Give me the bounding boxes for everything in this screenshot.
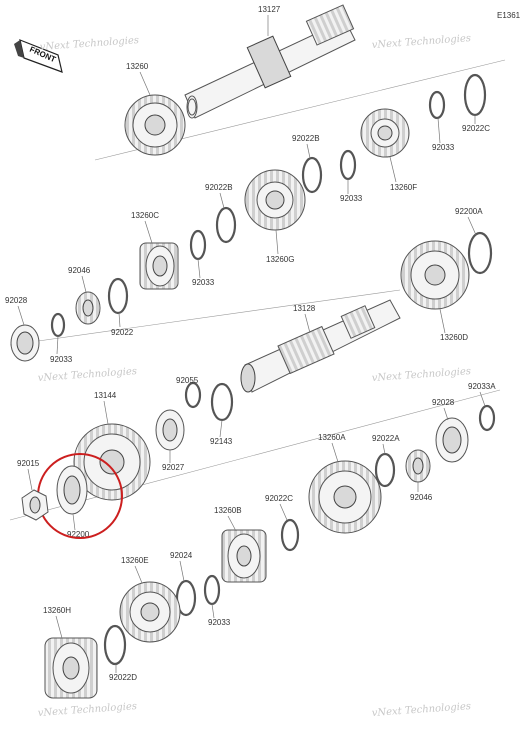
shaft-13127 <box>184 4 356 119</box>
bushing-upper <box>187 98 197 116</box>
label-13260D: 13260D <box>440 333 468 342</box>
gear-13260H <box>44 637 98 699</box>
ring-92022A <box>374 452 396 488</box>
ring-92033-d <box>50 312 66 338</box>
needle-bearing-92046-a <box>75 291 101 325</box>
label-92046-a: 92046 <box>68 266 91 275</box>
label-92015: 92015 <box>17 459 40 468</box>
ring-92022B-a <box>301 156 323 194</box>
ring-92033-a <box>428 90 446 120</box>
label-92200: 92200 <box>67 530 90 539</box>
sprocket-13144 <box>73 423 151 501</box>
gear-13260B <box>221 529 267 583</box>
gear-13260D <box>400 240 470 310</box>
watermark-6: vNext Technologies <box>371 701 471 719</box>
ring-92055 <box>184 381 202 409</box>
label-92022C: 92022C <box>462 124 490 133</box>
watermark-5: vNext Technologies <box>37 701 137 719</box>
label-92022C-b: 92022C <box>265 494 293 503</box>
label-92027: 92027 <box>162 463 185 472</box>
watermark-1: vNext Technologies <box>39 35 139 53</box>
needle-bearing-92046-b <box>405 449 431 483</box>
label-92022A: 92022A <box>372 434 400 443</box>
gear-13260 <box>124 94 186 156</box>
label-13260B: 13260B <box>214 506 242 515</box>
ring-92200A <box>467 231 493 275</box>
ring-92033A <box>478 404 496 432</box>
watermark-2: vNext Technologies <box>371 33 471 51</box>
gear-13260A <box>308 460 382 534</box>
shaft-13128 <box>240 299 401 393</box>
gear-13260E <box>119 581 181 643</box>
label-92022: 92022 <box>111 328 134 337</box>
ring-92022C-b <box>280 518 300 552</box>
ring-92033-b <box>339 149 357 181</box>
label-92033-a: 92033 <box>432 143 455 152</box>
washer-92200 <box>56 465 88 515</box>
label-92200A: 92200A <box>455 207 483 216</box>
label-13260F: 13260F <box>390 183 417 192</box>
gear-13260C <box>139 242 179 290</box>
gear-13260F <box>360 108 410 158</box>
label-92033-b: 92033 <box>340 194 363 203</box>
label-92028-b: 92028 <box>432 398 455 407</box>
label-13144: 13144 <box>94 391 117 400</box>
label-92046-b: 92046 <box>410 493 433 502</box>
label-92143: 92143 <box>210 437 233 446</box>
ring-92022 <box>107 277 129 315</box>
diagram-code: E1361 <box>497 11 521 20</box>
nut-92015 <box>21 489 49 521</box>
label-13128: 13128 <box>293 304 316 313</box>
label-92022D: 92022D <box>109 673 137 682</box>
label-92033A: 92033A <box>468 382 496 391</box>
label-92033-c: 92033 <box>192 278 215 287</box>
label-92022B-b: 92022B <box>205 183 233 192</box>
label-13260G: 13260G <box>266 255 294 264</box>
ring-92033-e <box>203 574 221 606</box>
label-13260: 13260 <box>126 62 149 71</box>
bearing-92028-a <box>10 324 40 362</box>
ring-92022D <box>103 624 127 666</box>
label-92033-d: 92033 <box>50 355 73 364</box>
label-92055: 92055 <box>176 376 199 385</box>
bearing-92028-b <box>435 417 469 463</box>
bearing-92027 <box>155 409 185 451</box>
gear-13260G <box>244 169 306 231</box>
ring-92143 <box>210 382 234 422</box>
label-92033-e: 92033 <box>208 618 231 627</box>
ring-92033-c <box>189 229 207 261</box>
label-13260E: 13260E <box>121 556 149 565</box>
watermark-3: vNext Technologies <box>37 366 137 384</box>
label-13127: 13127 <box>258 5 281 14</box>
label-13260C: 13260C <box>131 211 159 220</box>
ring-92022C <box>463 73 487 117</box>
label-13260A: 13260A <box>318 433 346 442</box>
label-92028-a: 92028 <box>5 296 28 305</box>
watermark-4: vNext Technologies <box>371 366 471 384</box>
label-13260H: 13260H <box>43 606 71 615</box>
label-92024: 92024 <box>170 551 193 560</box>
label-92022B-a: 92022B <box>292 134 320 143</box>
ring-92022B-b <box>215 206 237 244</box>
